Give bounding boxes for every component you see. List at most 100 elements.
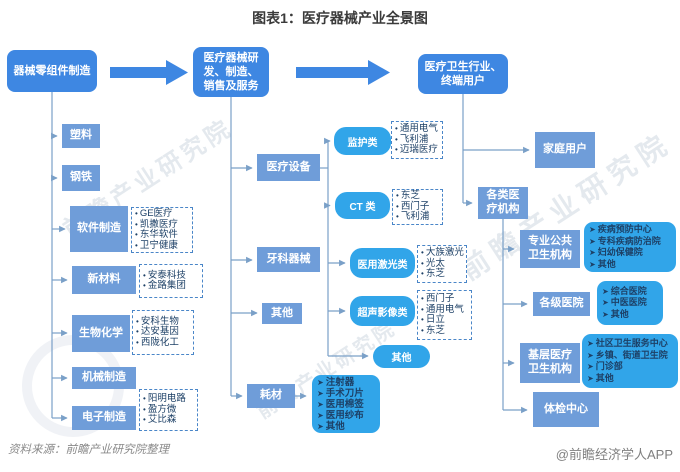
node-healthcare-users: 医疗卫生行业、终端用户 bbox=[418, 54, 508, 94]
node-label: 基层医疗卫生机构 bbox=[528, 349, 572, 375]
node-other-midstream: 其他 bbox=[262, 303, 302, 324]
list-item: •西门子 bbox=[396, 200, 439, 213]
bullet-icon: ➤ bbox=[587, 362, 594, 371]
list-item: •西陇化工 bbox=[136, 336, 190, 349]
bullet-icon: ➤ bbox=[589, 236, 596, 246]
bullet-icon: ➤ bbox=[589, 225, 596, 234]
node-checkup-center: 体检中心 bbox=[533, 392, 599, 427]
list-item-text: 日立 bbox=[425, 314, 445, 325]
bullet-icon: • bbox=[136, 327, 139, 337]
node-medical-laser: 医用激光类 bbox=[350, 248, 415, 278]
node-label: 专业公共卫生机构 bbox=[528, 235, 572, 261]
bullet-icon: • bbox=[135, 240, 138, 250]
node-label: 体检中心 bbox=[544, 402, 588, 415]
node-label: 新材料 bbox=[87, 273, 121, 286]
bullet-icon: • bbox=[143, 404, 146, 414]
list-item-text: 通用电气 bbox=[425, 303, 464, 315]
bullet-icon: • bbox=[143, 270, 146, 280]
company-list-monitoring: •通用电气•飞利浦•迈瑞医疗 bbox=[391, 121, 443, 159]
bullet-icon: ➤ bbox=[587, 339, 594, 348]
list-item-text: 金路集团 bbox=[147, 280, 186, 291]
node-label: 家庭用户 bbox=[543, 143, 587, 156]
node-medical-equipment: 医疗设备 bbox=[257, 154, 320, 181]
list-item-text: 西陇化工 bbox=[140, 336, 179, 348]
node-label: 医疗器械研发、制造、销售及服务 bbox=[203, 51, 259, 93]
list-item: ➤专科疾病防治院 bbox=[589, 236, 671, 248]
list-item-text: 飞利浦 bbox=[400, 211, 430, 223]
list-item: •安泰科技 bbox=[143, 270, 199, 282]
list-item-text: 医用棉签 bbox=[325, 398, 364, 410]
list-item: ➤疾病预防中心 bbox=[589, 224, 671, 236]
bullet-icon: ➤ bbox=[602, 298, 609, 308]
list-item: ➤其他 bbox=[602, 309, 658, 321]
bullet-icon: ➤ bbox=[587, 373, 594, 383]
list-item-text: GE医疗 bbox=[139, 208, 173, 219]
list-item-text: 西门子 bbox=[400, 200, 430, 212]
node-other-equipment: 其他 bbox=[373, 345, 430, 368]
list-item: •卫宁健康 bbox=[135, 239, 189, 252]
bullet-icon: • bbox=[395, 145, 398, 155]
list-item-text: 安科生物 bbox=[140, 315, 179, 327]
list-item-text: 其他 bbox=[610, 308, 629, 319]
list-item: •金路集团 bbox=[143, 280, 199, 292]
node-new-materials: 新材料 bbox=[72, 266, 136, 294]
bullet-icon: • bbox=[421, 294, 424, 303]
list-item: ➤注射器 bbox=[317, 377, 375, 388]
company-list-electronics: •阳明电路•盈方微•艾比森 bbox=[139, 389, 198, 431]
node-steel: 钢铁 bbox=[62, 165, 100, 191]
node-label: 其他 bbox=[391, 353, 412, 364]
list-item-text: 阳明电路 bbox=[147, 393, 186, 405]
list-item: •GE医疗 bbox=[135, 208, 189, 220]
company-list-ultrasound: •西门子•通用电气•日立•东芝 bbox=[417, 290, 472, 340]
list-item-text: 卫宁健康 bbox=[139, 239, 178, 251]
list-item-text: 门诊部 bbox=[595, 361, 623, 371]
list-item-text: 综合医院 bbox=[610, 285, 647, 296]
bullet-icon: • bbox=[143, 394, 146, 404]
bullet-icon: ➤ bbox=[317, 388, 324, 398]
entity-list-hospitals: ➤综合医院➤中医医院➤其他 bbox=[597, 281, 663, 325]
node-rd-manufacturing: 医疗器械研发、制造、销售及服务 bbox=[193, 47, 269, 97]
list-item-text: 西门子 bbox=[425, 293, 455, 304]
bullet-icon: • bbox=[395, 134, 398, 144]
list-item: •迈瑞医疗 bbox=[395, 145, 439, 156]
credit-note: @前瞻经济学人APP bbox=[555, 447, 673, 462]
bullet-icon: • bbox=[395, 124, 398, 134]
list-item: ➤乡镇、街道卫生院 bbox=[587, 350, 673, 362]
node-plastic: 塑料 bbox=[62, 124, 100, 148]
node-label: 器械零组件制造 bbox=[13, 64, 91, 77]
bullet-icon: • bbox=[135, 209, 138, 218]
node-parts-manufacturing: 器械零组件制造 bbox=[7, 50, 97, 92]
bullet-icon: • bbox=[143, 281, 146, 290]
bullet-icon: • bbox=[136, 316, 139, 326]
list-item: •通用电气 bbox=[421, 303, 468, 316]
list-item: •阳明电路 bbox=[143, 394, 194, 405]
node-label: CT 类 bbox=[349, 202, 376, 213]
list-item: •飞利浦 bbox=[395, 134, 439, 146]
bullet-icon: • bbox=[396, 201, 399, 211]
node-dental-instruments: 牙科器械 bbox=[257, 247, 320, 272]
bullet-icon: ➤ bbox=[317, 399, 324, 409]
entity-list-public-health: ➤疾病预防中心➤专科疾病防治院➤妇幼保健院➤其他 bbox=[584, 222, 676, 272]
list-item-text: 通用电气 bbox=[399, 123, 438, 135]
list-item-text: 东芝 bbox=[400, 190, 420, 202]
node-label: 超声影像类 bbox=[357, 307, 408, 319]
list-item: •日立 bbox=[421, 314, 468, 326]
node-label: 其他 bbox=[271, 306, 293, 319]
list-item-text: 手术刀片 bbox=[325, 387, 364, 399]
node-label: 监护类 bbox=[347, 137, 378, 149]
list-item: ➤妇幼保健院 bbox=[589, 247, 671, 259]
connector-lines bbox=[51, 92, 530, 422]
list-item: ➤医用纱布 bbox=[317, 410, 375, 421]
list-item-text: 东芝 bbox=[425, 324, 445, 336]
bullet-icon: • bbox=[136, 337, 139, 347]
node-electronics-mfg: 电子制造 bbox=[72, 406, 136, 430]
bullet-icon: • bbox=[421, 315, 424, 324]
node-primary-care: 基层医疗卫生机构 bbox=[520, 343, 580, 383]
list-item: •大族激光 bbox=[421, 248, 464, 259]
bullet-icon: • bbox=[421, 304, 424, 314]
list-item-text: 达安基因 bbox=[140, 326, 179, 338]
node-label: 各类医疗机构 bbox=[486, 189, 520, 215]
list-item: •东芝 bbox=[421, 269, 463, 280]
node-label: 各级医院 bbox=[539, 297, 584, 310]
